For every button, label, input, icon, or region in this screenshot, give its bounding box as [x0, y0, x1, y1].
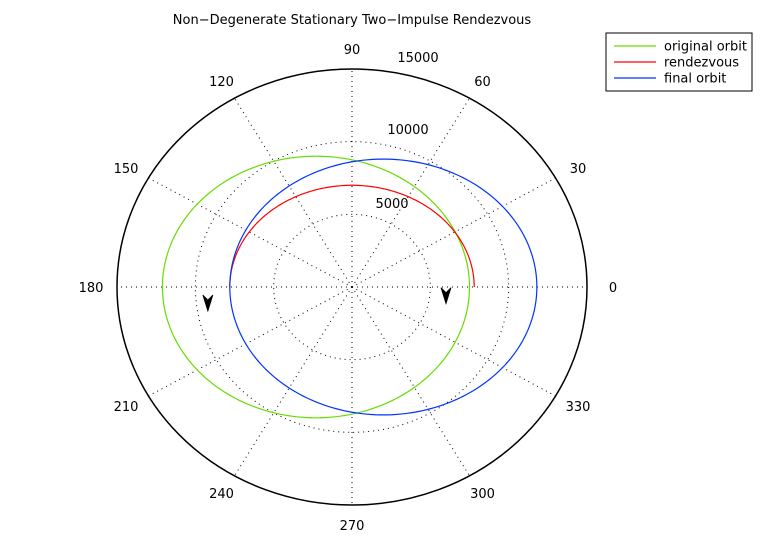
angle-tick-label-30: 30 — [570, 162, 587, 177]
direction-arrow-2 — [440, 287, 452, 306]
chart-title: Non−Degenerate Stationary Two−Impulse Re… — [173, 13, 532, 28]
angle-tick-label-270: 270 — [340, 519, 365, 534]
tick-labels: 5000 10000 15000 0 30 60 90 120 150 180 210 240 270 3… — [79, 43, 618, 534]
angle-tick-label-0: 0 — [609, 281, 617, 296]
series-line-final-orbit — [229, 158, 538, 416]
radial-tick-label-15000: 15000 — [397, 51, 438, 66]
series-group — [161, 155, 538, 419]
grid-ring-5000 — [273, 213, 431, 361]
direction-arrow-1 — [202, 294, 214, 313]
grid-spoke-60 — [351, 97, 470, 288]
angle-tick-label-120: 120 — [209, 75, 234, 90]
angle-tick-label-150: 150 — [114, 162, 139, 177]
series-line-rendezvous — [229, 184, 475, 288]
series-line-original-orbit — [161, 155, 471, 419]
legend-label-2: rendezvous — [664, 56, 739, 71]
angle-tick-label-210: 210 — [114, 400, 139, 415]
grid-spoke-150 — [148, 177, 353, 288]
angle-tick-label-330: 330 — [566, 400, 591, 415]
polar-grid — [116, 68, 588, 506]
outer-boundary — [116, 68, 588, 506]
angle-tick-label-180: 180 — [79, 281, 104, 296]
grid-spoke-300 — [351, 286, 470, 477]
radial-tick-label-5000: 5000 — [375, 197, 408, 212]
legend-label-3: final orbit — [664, 72, 726, 87]
grid-spoke-30 — [351, 177, 556, 288]
grid-spoke-330 — [351, 286, 556, 397]
grid-spoke-120 — [234, 97, 353, 288]
legend-label-1: original orbit — [664, 40, 747, 55]
angle-tick-label-90: 90 — [344, 43, 361, 58]
grid-spoke-210 — [148, 286, 353, 397]
angle-tick-label-300: 300 — [470, 487, 495, 502]
angle-tick-label-60: 60 — [474, 75, 491, 90]
grid-ring-10000 — [194, 141, 510, 433]
radial-tick-label-10000: 10000 — [387, 123, 428, 138]
angle-tick-label-240: 240 — [209, 487, 234, 502]
grid-spoke-240 — [234, 286, 353, 477]
